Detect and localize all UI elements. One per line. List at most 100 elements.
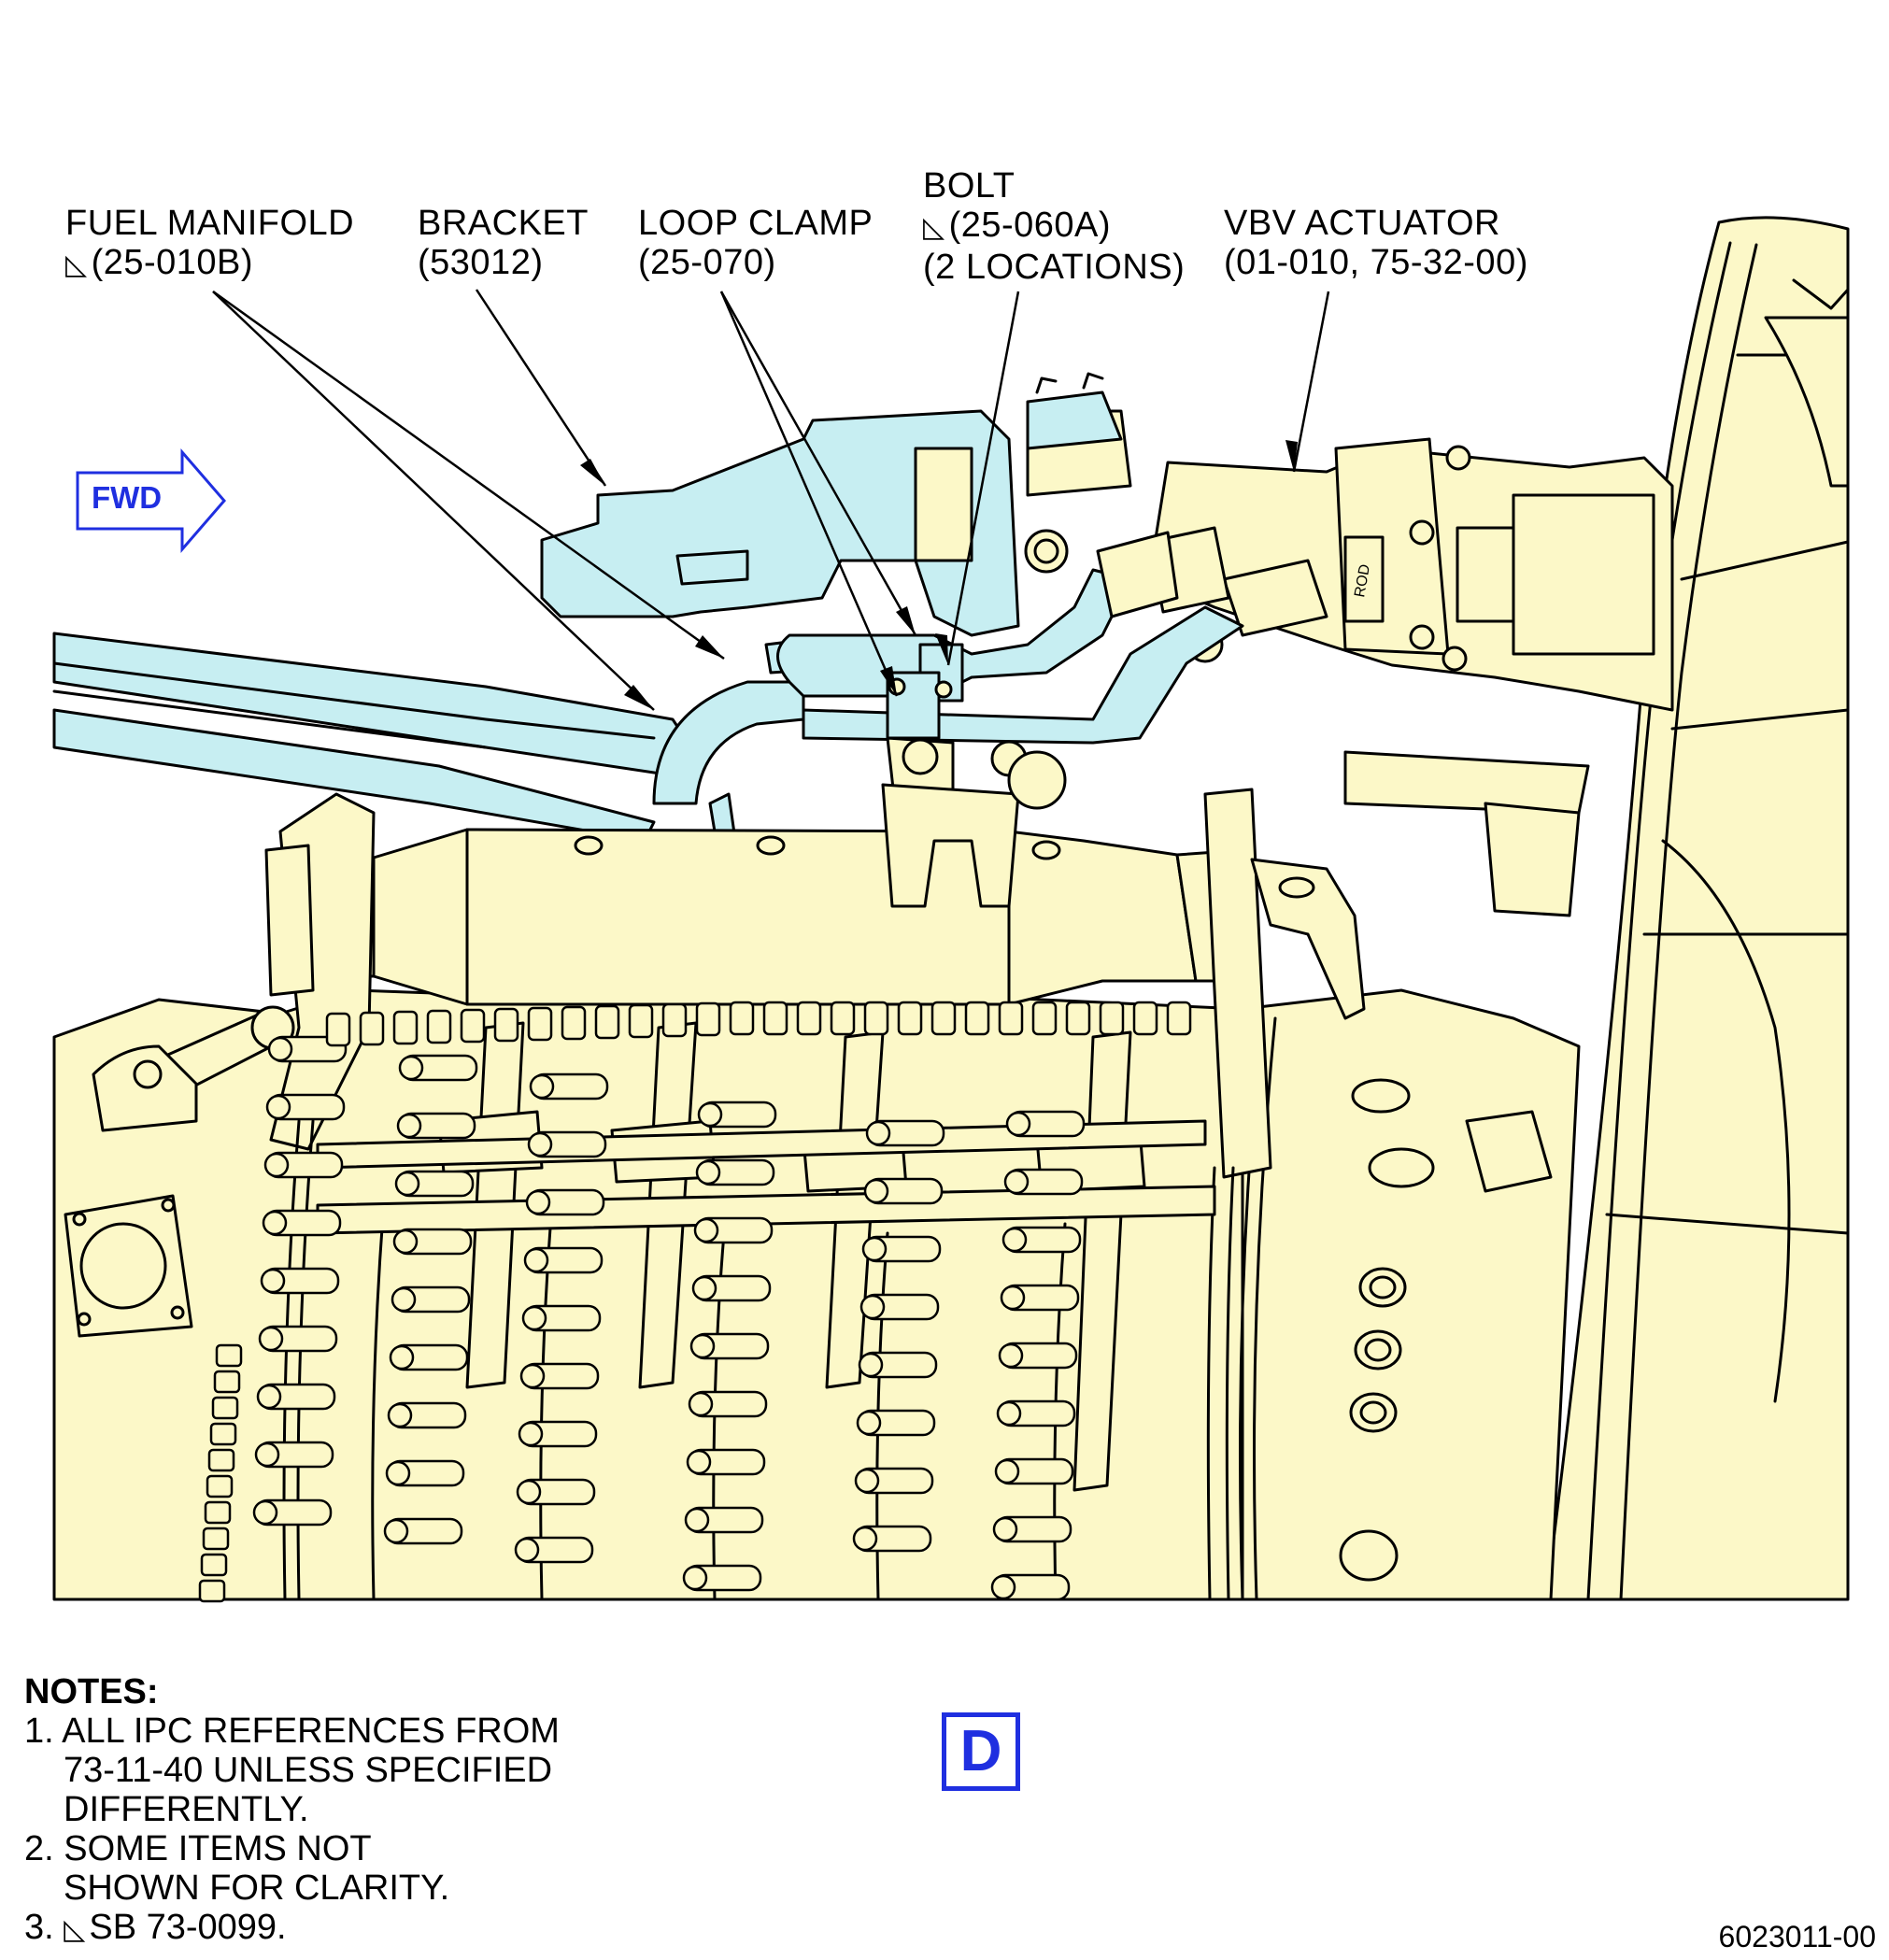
note-3: 3. ◺SB 73-0099. — [24, 1908, 560, 1950]
bolt-head — [994, 1458, 1020, 1484]
bolt-head — [200, 1553, 228, 1577]
vsv-lever-arms — [198, 1001, 1192, 1603]
bolt-head — [689, 1333, 716, 1359]
bolt-head — [211, 1396, 239, 1420]
bolt-head — [527, 1006, 553, 1042]
bolt-head — [514, 1537, 540, 1563]
bolt-head — [389, 1344, 415, 1371]
bolt-head — [854, 1468, 880, 1494]
bolt-head — [695, 1001, 721, 1037]
bolt-head — [661, 1002, 688, 1038]
bolt-head — [215, 1343, 243, 1368]
bolt-head — [762, 1001, 788, 1036]
leader-arrowheads — [580, 440, 1298, 710]
note-1-line-2: 73-11-40 UNLESS SPECIFIED — [64, 1751, 553, 1790]
bolt-head — [930, 1001, 957, 1036]
bolt-head — [521, 1305, 547, 1331]
bolt-head — [693, 1217, 719, 1243]
figure-number: 6023011-00 — [1718, 1920, 1876, 1953]
bolt-head — [863, 1178, 889, 1204]
bolt-head — [263, 1152, 290, 1178]
bolt-head — [394, 1171, 420, 1197]
bolt-head — [998, 1001, 1024, 1036]
bolt-head — [396, 1113, 422, 1139]
bolt-head — [516, 1479, 542, 1505]
bolt-head — [996, 1400, 1022, 1427]
bracket-label: BRACKET — [418, 204, 589, 243]
bolt-head — [1001, 1227, 1028, 1253]
bolt-head — [260, 1268, 286, 1294]
bolt-head — [529, 1073, 555, 1100]
bracket-callout: BRACKET (53012) — [418, 204, 589, 282]
bolt-head — [998, 1342, 1024, 1369]
bolt-head — [1005, 1111, 1031, 1137]
bolt-head — [695, 1159, 721, 1186]
note-2-line-1: 2. SOME ITEMS NOT — [24, 1829, 372, 1868]
bolt-head — [858, 1352, 884, 1378]
bolt-head — [856, 1410, 882, 1436]
bolt-ref: (25-060A) — [948, 206, 1112, 245]
bolt-head — [267, 1036, 293, 1062]
bolt-head — [256, 1384, 282, 1410]
leader-lines — [212, 289, 1330, 711]
service-bulletin-icon: ◺ — [65, 249, 88, 280]
bolt-callout: BOLT ◺(25-060A) (2 LOCATIONS) — [923, 166, 1185, 287]
view-label: D — [942, 1712, 1020, 1791]
service-bulletin-icon: ◺ — [923, 212, 945, 243]
note-3-text: SB 73-0099. — [89, 1908, 287, 1947]
bolt-head — [1065, 1001, 1091, 1036]
bolt-head — [206, 1474, 234, 1498]
svg-text:ROD: ROD — [1352, 563, 1373, 599]
bolt-label: BOLT — [923, 166, 1016, 206]
bolt-head — [460, 1008, 486, 1044]
bolt-head — [527, 1131, 553, 1158]
bolt-head — [830, 1001, 856, 1036]
bolt-head — [1031, 1001, 1058, 1036]
bolt-head — [523, 1247, 549, 1273]
bolt-head — [1132, 1001, 1158, 1036]
bolt-head — [964, 1001, 990, 1036]
note-1-line-1: 1. ALL IPC REFERENCES FROM — [24, 1711, 560, 1751]
bolt-head — [897, 1001, 923, 1036]
bolt-head — [686, 1449, 712, 1475]
bolt-head — [519, 1363, 546, 1389]
bolt-head — [1003, 1169, 1030, 1195]
service-bulletin-icon: ◺ — [64, 1914, 86, 1945]
bolt-head — [852, 1526, 878, 1552]
notes-block: NOTES: 1. ALL IPC REFERENCES FROM 73-11-… — [24, 1672, 560, 1950]
fwd-arrow-label: FWD — [92, 480, 163, 515]
bolt-head — [262, 1210, 288, 1236]
bolt-head — [525, 1189, 551, 1215]
bolt-head — [628, 1003, 654, 1039]
note-1-line-3: DIFFERENTLY. — [64, 1790, 309, 1829]
bolt-head — [325, 1012, 351, 1047]
bolt-head — [684, 1507, 710, 1533]
vbv-actuator-label: VBV ACTUATOR — [1224, 204, 1500, 243]
fuel-manifold-ref: (25-010B) — [91, 243, 254, 282]
vbv-actuation-shaft — [372, 828, 1198, 1006]
bolt-head — [859, 1294, 886, 1320]
bolt-head — [594, 1004, 620, 1040]
bolt-head — [1000, 1285, 1026, 1311]
compressor-case-right — [1241, 988, 1581, 1601]
fan-frame — [1544, 216, 1850, 1601]
vbv-actuator-callout: VBV ACTUATOR (01-010, 75-32-00) — [1224, 204, 1528, 282]
bolt-head — [697, 1101, 723, 1128]
bolt-head — [385, 1460, 411, 1486]
bolt-head — [992, 1516, 1018, 1542]
notes-heading: NOTES: — [24, 1672, 159, 1711]
note-2-line-2: SHOWN FOR CLARITY. — [64, 1868, 450, 1908]
loop-clamp-ref: (25-070) — [638, 243, 776, 282]
bolt-head — [865, 1120, 891, 1146]
bolt-head — [426, 1009, 452, 1044]
bolt-head — [202, 1527, 230, 1551]
bolt-quantity: (2 LOCATIONS) — [923, 248, 1186, 287]
bolt-head — [493, 1007, 519, 1043]
note-3-number: 3. — [24, 1908, 54, 1947]
bolt-head — [254, 1442, 280, 1468]
bolt-head — [990, 1574, 1016, 1600]
bolt-head — [518, 1421, 544, 1447]
bolt-head — [258, 1326, 284, 1352]
bolt-head — [265, 1094, 291, 1120]
